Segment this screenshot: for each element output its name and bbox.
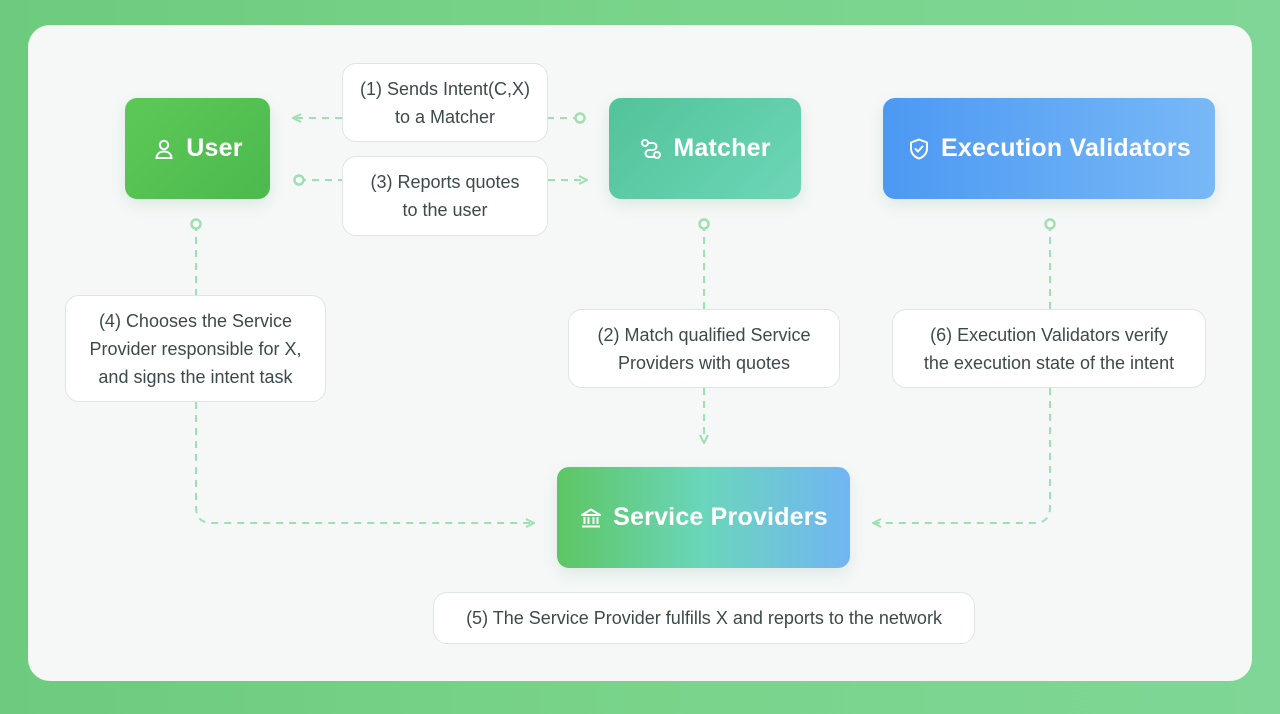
step-2-line-2: Providers with quotes [617, 352, 791, 373]
connector-dot [1044, 218, 1056, 230]
node-matcher: Matcher [609, 98, 801, 199]
step-1-line-2: to a Matcher [394, 106, 496, 127]
step-4-line-3: and signs the intent task [98, 366, 293, 387]
step-5-label: (5) The Service Provider fulfills X and … [433, 592, 975, 644]
shield-check-icon [907, 137, 931, 161]
connector-user-to-providers [195, 402, 533, 523]
step-5-line-1: (5) The Service Provider fulfills X and … [466, 608, 942, 628]
step-4-label: (4) Chooses the Service Provider respons… [65, 295, 326, 402]
connector-dot [574, 112, 586, 124]
step-4-line-1: (4) Chooses the Service [98, 310, 293, 331]
step-6-label: (6) Execution Validators verify the exec… [892, 309, 1206, 388]
node-matcher-label: Matcher [673, 134, 771, 162]
connector-dot [293, 174, 305, 186]
route-icon [639, 137, 663, 161]
bank-icon [579, 506, 603, 530]
step-3-line-2: to the user [402, 200, 488, 220]
step-6-line-2: the execution state of the intent [923, 352, 1175, 373]
step-1-label: (1) Sends Intent(C,X) to a Matcher [342, 63, 548, 142]
node-service-providers: Service Providers [557, 467, 850, 568]
step-2-label: (2) Match qualified Service Providers wi… [568, 309, 840, 388]
step-6-line-1: (6) Execution Validators verify [930, 324, 1168, 345]
step-4-line-2: Provider responsible for X, [89, 338, 302, 359]
step-2-line-1: (2) Match qualified Service [597, 324, 811, 345]
step-3-line-1: (3) Reports quotes [370, 172, 520, 192]
step-1-line-1: (1) Sends Intent(C,X) [359, 78, 531, 99]
node-service-providers-label: Service Providers [613, 503, 828, 531]
node-user-label: User [186, 134, 243, 162]
node-execution-validators-label: Execution Validators [941, 134, 1191, 162]
step-3-label: (3) Reports quotes to the user [342, 156, 548, 236]
connector-dot [698, 218, 710, 230]
connector-validators-to-providers [874, 388, 1051, 523]
node-user: User [125, 98, 270, 199]
connector-dot [190, 218, 202, 230]
user-icon [152, 137, 176, 161]
node-execution-validators: Execution Validators [883, 98, 1215, 199]
